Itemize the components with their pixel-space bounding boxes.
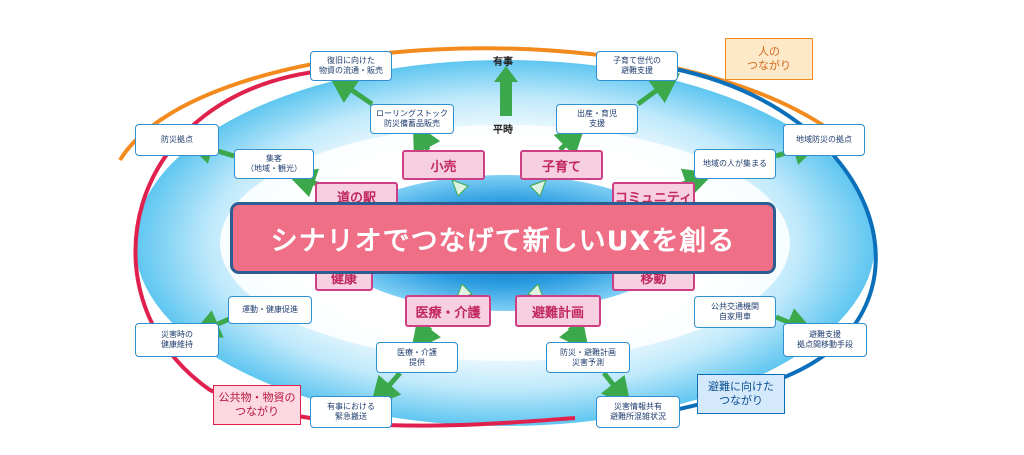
box-undou: 運動・健康促進 — [228, 296, 312, 324]
pink-box-kosodate: 子育て — [520, 150, 603, 180]
normal-time-label: 平時 — [493, 125, 513, 136]
box-saigai-kenkou-line1: 災害時の — [161, 330, 193, 339]
box-kosodate-setai: 子育て世代の避難支援 — [596, 51, 678, 81]
arrow-shussan-to-kosodate-setai — [636, 73, 681, 107]
box-hinan-shien-line1: 避難支援 — [809, 330, 841, 339]
box-bousai-kyoten: 防災拠点 — [135, 124, 219, 156]
box-shussan-line1: 出産・育児 — [577, 109, 617, 118]
box-kosodate-setai-line2: 避難支援 — [621, 66, 653, 75]
box-koukyou-line1: 公共交通機関 — [711, 302, 759, 311]
box-kosodate-setai-line1: 子育て世代の — [613, 56, 661, 65]
tag-hinan-muke-line2: つながり — [719, 394, 763, 407]
box-fukkyu: 復旧に向けた物資の流通・販売 — [310, 51, 392, 81]
peace-to-emergency-arrow-shaft — [500, 78, 512, 116]
box-shussan-line2: 支援 — [589, 119, 605, 128]
box-chiiki-atsumaru-line1: 地域の人が集まる — [703, 159, 767, 168]
inner-arrow-kouri — [451, 179, 469, 197]
box-shukaku-line2: （地域・観光） — [246, 164, 302, 173]
pink-box-kenkou-label: 健康 — [330, 271, 357, 287]
tag-hito-tsunagari: 人のつながり — [725, 38, 813, 80]
arrow-bousai-to-saigai-jouhou — [600, 371, 632, 408]
box-iryou-teikyou: 医療・介護提供 — [376, 342, 458, 373]
title-banner-text: シナリオでつなげて新しいUXを創る — [270, 225, 736, 257]
inner-arrow-kosodate — [529, 179, 547, 197]
pink-box-kouri: 小売 — [402, 150, 485, 180]
pink-box-community-label: コミュニティ — [614, 190, 693, 206]
box-chiiki-bousai: 地域防災の拠点 — [783, 124, 865, 156]
box-shukaku-line1: 集客 — [266, 154, 282, 163]
box-undou-line1: 運動・健康促進 — [242, 305, 298, 314]
box-bousai-kyoten-line1: 防災拠点 — [161, 135, 193, 144]
box-saigai-jouhou: 災害情報共有避難所混雑状況 — [596, 396, 680, 428]
box-yuuji-kinkyuu-line1: 有事における — [327, 402, 375, 411]
tag-hinan-muke-tsunagari: 避難に向けたつながり — [697, 374, 785, 414]
arrow-iryou-to-yuuji — [370, 371, 402, 408]
tag-koukyoubutsu-line2: つながり — [235, 405, 279, 418]
box-chiiki-bousai-line1: 地域防災の拠点 — [796, 135, 852, 144]
box-hinan-shien: 避難支援拠点間移動手段 — [783, 323, 867, 357]
arrow-iryou-box-to-teikyou — [410, 318, 442, 352]
tag-koukyoubutsu-line1: 公共物・物資の — [218, 391, 296, 404]
pink-box-michi-label: 道の駅 — [336, 190, 376, 206]
box-iryou-teikyou-line2: 提供 — [409, 357, 425, 367]
box-fukkyu-line2: 物資の流通・販売 — [319, 66, 383, 75]
pink-box-hinan-label: 避難計画 — [531, 305, 584, 321]
tag-hinan-muke-line1: 避難に向けた — [708, 380, 774, 393]
pink-box-kosodate-label: 子育て — [541, 159, 581, 175]
box-rolling-stock: ローリングストック防災備蓄品販売 — [370, 104, 454, 134]
arrow-rolling-to-fukkyu — [327, 73, 374, 107]
title-banner: シナリオでつなげて新しいUXを創る — [230, 202, 776, 274]
peace-to-emergency-arrow-head — [494, 66, 518, 82]
box-koukyou-line2: 自家用車 — [719, 312, 751, 321]
box-bousai-keikaku: 防災・避難計画災害予測 — [546, 342, 630, 373]
pink-box-kouri-label: 小売 — [430, 159, 457, 175]
tag-hito-line2: つながり — [747, 59, 791, 72]
box-shussan: 出産・育児支援 — [556, 104, 638, 134]
box-bousai-keikaku-line1: 防災・避難計画 — [560, 347, 616, 357]
box-rolling-stock-line1: ローリングストック — [376, 109, 448, 118]
arrow-kosodate-to-shussan — [553, 124, 586, 157]
box-bousai-keikaku-line2: 災害予測 — [572, 357, 604, 367]
orange-connection-arc — [118, 46, 832, 162]
box-saigai-kenkou: 災害時の健康維持 — [135, 323, 219, 357]
tag-koukyoubutsu-tsunagari: 公共物・物資のつながり — [213, 385, 301, 425]
tag-hito-line1: 人の — [758, 45, 780, 58]
emergency-label: 有事 — [493, 57, 513, 68]
arrow-hinan-box-to-bousai — [558, 318, 590, 352]
box-yuuji-kinkyuu: 有事における緊急搬送 — [310, 396, 392, 428]
box-koukyou: 公共交通機関自家用車 — [694, 296, 776, 328]
box-hinan-shien-line2: 拠点間移動手段 — [797, 340, 853, 349]
pink-box-idou-label: 移動 — [640, 271, 667, 287]
box-yuuji-kinkyuu-line2: 緊急搬送 — [335, 412, 367, 421]
box-fukkyu-line1: 復旧に向けた — [327, 56, 375, 65]
pink-box-iryou-label: 医療・介護 — [415, 305, 481, 321]
pink-box-iryou: 医療・介護 — [405, 295, 491, 327]
box-iryou-teikyou-line1: 医療・介護 — [397, 347, 437, 357]
arrow-kouri-to-rolling — [412, 121, 441, 156]
box-rolling-stock-line2: 防災備蓄品販売 — [384, 119, 440, 128]
box-shukaku: 集客（地域・観光） — [234, 149, 314, 179]
box-saigai-kenkou-line2: 健康維持 — [161, 340, 193, 349]
pink-box-hinan: 避難計画 — [515, 295, 601, 327]
box-saigai-jouhou-line2: 避難所混雑状況 — [610, 412, 666, 421]
box-chiiki-atsumaru: 地域の人が集まる — [694, 149, 776, 179]
box-saigai-jouhou-line1: 災害情報共有 — [614, 402, 662, 411]
